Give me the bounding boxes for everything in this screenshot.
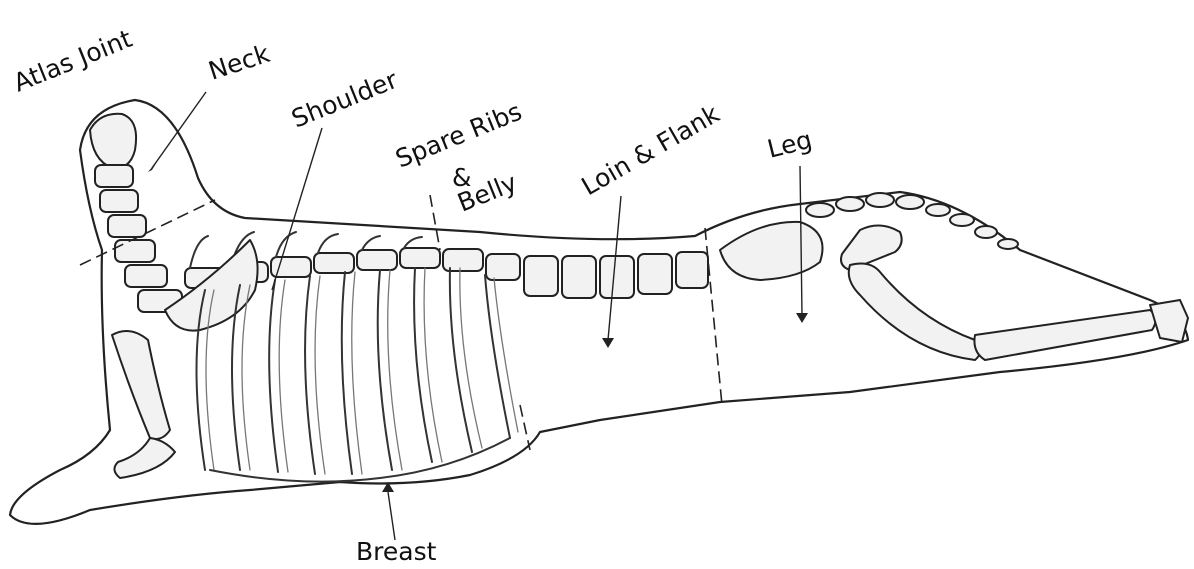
- tail-vertebrae: [806, 193, 1018, 249]
- pointer-breast: [388, 492, 395, 540]
- tibia-bone: [849, 264, 980, 360]
- cut-line-belly-breast: [430, 195, 440, 250]
- arrowhead-neck: [148, 160, 158, 172]
- label-shoulder: Shoulder: [287, 65, 402, 134]
- arrowhead-loin-flank: [602, 338, 614, 348]
- label-leg: Leg: [764, 125, 814, 164]
- femur-bone: [841, 225, 902, 270]
- pelvis-bone: [720, 222, 823, 280]
- pointer-leg: [800, 166, 802, 315]
- cervical-vertebrae: [95, 165, 182, 312]
- foreleg-upper-bone: [112, 331, 170, 439]
- foreleg-lower-bone: [114, 438, 175, 478]
- label-loin-flank: Loin & Flank: [577, 99, 725, 201]
- cut-line-breast: [520, 405, 530, 450]
- label-atlas-joint: Atlas Joint: [9, 24, 136, 98]
- hoof-bone: [1150, 300, 1188, 342]
- skull-bone: [90, 114, 136, 168]
- cut-line-loin-leg: [705, 228, 722, 405]
- scapula-bone: [165, 240, 258, 331]
- label-neck: Neck: [205, 39, 274, 86]
- pointer-neck: [152, 92, 206, 168]
- label-breast: Breast: [356, 537, 437, 566]
- spine-vertebrae: [185, 248, 708, 298]
- hindleg-lower-bone: [974, 310, 1155, 360]
- arrowhead-leg: [796, 313, 808, 323]
